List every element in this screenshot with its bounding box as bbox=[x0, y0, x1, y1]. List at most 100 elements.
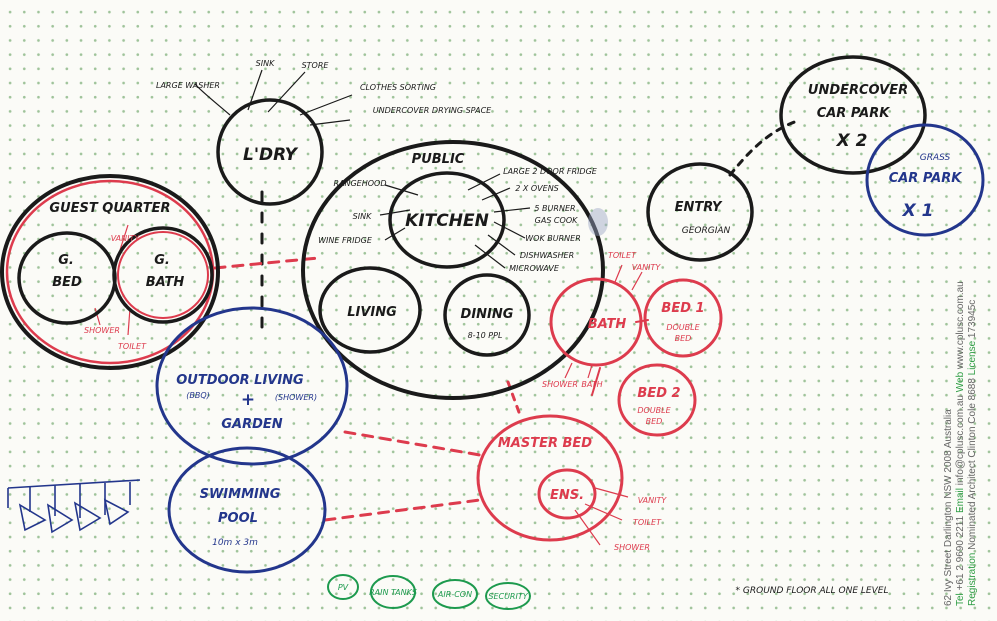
outdoor-note: (BBQ) bbox=[186, 391, 210, 400]
kitchen-item: SINK bbox=[353, 212, 372, 221]
outdoor-living-bubble[interactable] bbox=[155, 306, 349, 466]
laundry-bubble[interactable] bbox=[216, 98, 324, 206]
master-bed-bubble[interactable] bbox=[476, 414, 624, 542]
kitchen-label: KITCHEN bbox=[405, 211, 489, 231]
dining-bubble[interactable] bbox=[443, 273, 531, 357]
ground-floor-note: * GROUND FLOOR ALL ONE LEVEL bbox=[736, 586, 889, 596]
g-bath-bubble[interactable] bbox=[112, 226, 214, 324]
service-label: SECURITY bbox=[488, 592, 528, 601]
bath-item: SHOWER bbox=[542, 380, 578, 389]
kitchen-item: WOK BURNER bbox=[525, 234, 581, 243]
link-guest-public bbox=[213, 256, 320, 270]
grass-car-park-count: X 1 bbox=[902, 201, 934, 221]
registration-label: Registration bbox=[967, 552, 978, 606]
license-label: License bbox=[967, 340, 978, 376]
bed1-label: BED 1 bbox=[661, 301, 704, 316]
link-outdoor-master bbox=[343, 430, 482, 457]
bed2-label: BED 2 bbox=[637, 386, 680, 401]
link-bath-master bbox=[591, 367, 601, 396]
g-bed-label: G. bbox=[58, 253, 74, 268]
bed2-sub: DOUBLE bbox=[637, 406, 671, 415]
laundry-item: UNDERCOVER DRYING SPACE bbox=[373, 106, 492, 115]
outdoor-label: OUTDOOR LIVING bbox=[176, 373, 304, 388]
license-value: 173945c bbox=[967, 299, 978, 339]
car-park-count: X 2 bbox=[836, 131, 868, 151]
smudge bbox=[588, 208, 608, 236]
master-bed-label: MASTER BED bbox=[498, 436, 592, 451]
email-label: Email bbox=[955, 488, 966, 514]
kitchen-item: MICROWAVE bbox=[509, 264, 560, 273]
grass-car-park-bubble[interactable] bbox=[865, 123, 985, 237]
pool-label: SWIMMING bbox=[200, 487, 281, 502]
laundry-label: L'DRY bbox=[243, 145, 299, 165]
laundry-item: CLOTHES SORTING bbox=[360, 83, 436, 92]
entry-label: ENTRY bbox=[675, 200, 723, 215]
guest-quarter-label: GUEST QUARTER bbox=[49, 201, 170, 216]
g-bath-label: BATH bbox=[146, 275, 185, 290]
outdoor-note: (SHOWER) bbox=[275, 393, 317, 402]
service-label: RAIN TANKS bbox=[369, 588, 417, 597]
contact-line: Tel +61 2 9690 2211 Email info@cplusc.co… bbox=[955, 281, 967, 606]
g-bath-label: G. bbox=[154, 253, 170, 268]
tel-value: +61 2 9690 2211 bbox=[955, 515, 966, 591]
service-air-con[interactable] bbox=[432, 579, 478, 609]
service-rain-tanks[interactable] bbox=[370, 575, 416, 609]
bath-item: VANITY bbox=[632, 263, 662, 272]
dining-note: 8-10 PPL bbox=[468, 331, 503, 340]
email-link[interactable]: info@cplusc.com.au bbox=[955, 395, 966, 486]
registration-line: Registration Nominated Architect Clinton… bbox=[967, 281, 979, 606]
pool-label: POOL bbox=[218, 511, 258, 526]
kitchen-item: RANGEHOOD bbox=[333, 179, 386, 188]
ens-bubble[interactable] bbox=[537, 468, 597, 520]
g-bath-item: TOILET bbox=[118, 342, 147, 351]
ens-label: ENS. bbox=[550, 488, 584, 503]
laundry-item: SINK bbox=[256, 59, 275, 68]
public-label: PUBLIC bbox=[412, 152, 465, 167]
laundry-item: LARGE WASHER bbox=[156, 81, 220, 90]
pool-bubble[interactable] bbox=[167, 446, 327, 574]
kitchen-item: WINE FRIDGE bbox=[318, 236, 373, 245]
pool-size: 10m x 3m bbox=[212, 538, 258, 548]
g-bath-item: SHOWER bbox=[84, 326, 120, 335]
service-security[interactable] bbox=[485, 582, 531, 610]
bed2-bubble[interactable] bbox=[617, 363, 697, 437]
kitchen-item: GAS COOK bbox=[535, 216, 578, 225]
kitchen-bubble[interactable] bbox=[388, 171, 506, 269]
entry-bubble[interactable] bbox=[646, 162, 754, 262]
sketch-doodle bbox=[7, 479, 141, 534]
kitchen-item: LARGE 2 DOOR FRIDGE bbox=[503, 167, 598, 176]
web-link[interactable]: www.cplusc.com.au bbox=[955, 281, 966, 370]
bed1-sub: BED bbox=[675, 334, 692, 343]
web-label: Web bbox=[955, 371, 966, 393]
ens-item: VANITY bbox=[638, 496, 668, 505]
ens-item: SHOWER bbox=[614, 543, 650, 552]
bath-label: BATH bbox=[588, 317, 627, 332]
ens-item: TOILET bbox=[633, 518, 662, 527]
service-pv[interactable] bbox=[327, 574, 359, 600]
car-park-bubble[interactable] bbox=[779, 55, 927, 175]
bath-bubble[interactable] bbox=[549, 277, 643, 367]
living-label: LIVING bbox=[347, 305, 397, 320]
registration-text: Nominated Architect Clinton Cole 8688 bbox=[967, 378, 978, 550]
public-bubble[interactable] bbox=[301, 140, 605, 400]
car-park-label: CAR PARK bbox=[817, 106, 891, 121]
car-park-label: UNDERCOVER bbox=[808, 83, 908, 98]
living-bubble[interactable] bbox=[318, 266, 422, 354]
bed1-bubble[interactable] bbox=[643, 278, 723, 358]
tel-label: Tel bbox=[955, 593, 966, 606]
kitchen-item: 5 BURNER bbox=[534, 204, 575, 213]
architect-footer: 62 Ivy Street Darlington NSW 2008 Austra… bbox=[943, 281, 979, 606]
g-bath-item: VANITY bbox=[111, 234, 141, 243]
g-bed-label: BED bbox=[52, 275, 82, 290]
outdoor-label: GARDEN bbox=[221, 417, 282, 432]
service-label: AIR-CON bbox=[437, 590, 472, 599]
link-pool-master bbox=[323, 498, 482, 522]
guest-quarter-bubble[interactable] bbox=[0, 174, 220, 370]
grass-car-park-label: GRASS bbox=[920, 153, 951, 163]
link-entry-carpark bbox=[728, 118, 802, 177]
grass-car-park-label: CAR PARK bbox=[889, 171, 963, 186]
outdoor-plus: + bbox=[241, 390, 255, 410]
service-label: PV bbox=[338, 583, 349, 592]
kitchen-item: DISHWASHER bbox=[520, 251, 574, 260]
